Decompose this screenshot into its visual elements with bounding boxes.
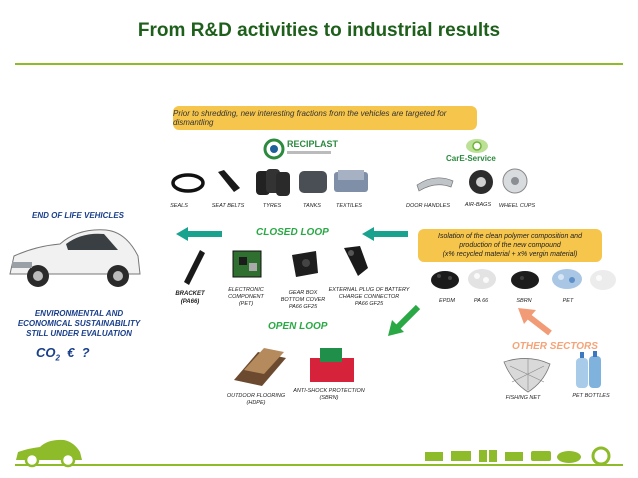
- isolation-note: Isolation of the clean polymer compositi…: [418, 229, 602, 262]
- reciplast-logo: RECIPLAST: [262, 137, 338, 161]
- open-loop-label: OPEN LOOP: [268, 321, 328, 332]
- car-outline-icon: [14, 438, 84, 468]
- co2-rest: € ?: [59, 345, 90, 360]
- pet-granules-image: [550, 263, 584, 291]
- co2-co: CO: [36, 345, 56, 360]
- gear-box-cover-image: [288, 247, 322, 281]
- other-sectors-label: OTHER SECTORS: [512, 341, 598, 352]
- closed-item-electronic-line1: ELECTRONIC: [228, 287, 264, 293]
- part-label-tyres: TYRES: [262, 203, 282, 209]
- compound-label-pa66: PA 66: [473, 298, 489, 304]
- sustainability-line2: ECONOMICAL SUSTAINABILITY: [17, 319, 141, 328]
- bracket-image: [178, 246, 208, 286]
- car-image: [6, 222, 144, 294]
- co2-subscript: 2: [55, 353, 60, 363]
- care-service-logo: CarE-Service: [444, 138, 500, 168]
- part-label-textiles: TEXTILES: [336, 203, 362, 209]
- electronic-component-image: [229, 245, 265, 281]
- isolation-note-line3: (x% recycled material + x% vergin materi…: [442, 251, 578, 259]
- isolation-note-line1: Isolation of the clean polymer compositi…: [438, 232, 582, 240]
- top-divider: [15, 63, 623, 65]
- open-item-antishock-line2: (SBRN): [319, 394, 339, 401]
- compound-label-pet: PET: [562, 298, 574, 304]
- closed-item-gearbox: GEAR BOX BOTTOM COVER PA66 GF25: [278, 290, 328, 311]
- sbrn-granules-image: [510, 266, 540, 290]
- tanks-image: [299, 171, 327, 193]
- part-label-air-bags: AIR-BAGS: [464, 202, 492, 208]
- closed-item-electronic-line3: (PET): [238, 300, 254, 307]
- part-label-door-handles: DOOR HANDLES: [405, 203, 450, 209]
- closed-item-gearbox-line2: BOTTOM COVER: [280, 296, 326, 303]
- end-of-life-label: END OF LIFE VEHICLES: [31, 211, 124, 220]
- wheel-cups-image: [501, 167, 529, 195]
- care-service-logo-text: CarE-Service: [446, 154, 496, 163]
- closed-item-plug-line2: CHARGE CONNECTOR: [338, 293, 400, 300]
- open-item-antishock-line1: ANTI-SHOCK PROTECTION: [293, 388, 365, 394]
- closed-loop-label: CLOSED LOOP: [256, 227, 329, 238]
- other-sectors-arrow: [514, 306, 554, 336]
- leaf-icon: [466, 139, 488, 153]
- part-label-tanks: TANKS: [303, 203, 321, 209]
- part-label-wheel-cups: WHEEL CUPS: [498, 203, 536, 209]
- sustainability-note: ENVIRONMENTAL AND ECONOMICAL SUSTAINABIL…: [8, 309, 150, 339]
- open-item-flooring: OUTDOOR FLOORING (HDPE): [224, 393, 288, 407]
- outdoor-flooring-image: [230, 344, 288, 388]
- seals-image: [171, 172, 205, 194]
- closed-loop-arrow-left: [176, 227, 222, 241]
- part-label-seat-belts: SEAT BELTS: [211, 203, 245, 209]
- air-bags-image: [466, 168, 496, 196]
- closed-item-gearbox-line1: GEAR BOX: [288, 290, 318, 296]
- closed-item-bracket-line2: (PA66): [180, 298, 200, 305]
- closed-item-electronic-line2: COMPONENT: [228, 293, 264, 300]
- closed-item-bracket: BRACKET (PA66): [170, 291, 210, 306]
- reciplast-logo-text: RECIPLAST: [287, 139, 339, 149]
- other-item-fishing-net: FISHING NET: [505, 395, 541, 401]
- closed-item-gearbox-line3: PA66 GF25: [288, 303, 318, 310]
- pa66-granules-image: [467, 264, 497, 290]
- dismantling-note: Prior to shredding, new interesting frac…: [173, 106, 477, 130]
- reciplast-tagline: [287, 151, 331, 154]
- anti-shock-protection-image: [306, 344, 358, 386]
- bottom-divider: [15, 464, 623, 466]
- textiles-image: [334, 168, 368, 194]
- fishing-net-image: [500, 352, 554, 394]
- white-granules-image: [588, 265, 618, 291]
- closed-item-plug: EXTERNAL PLUG OF BATTERY CHARGE CONNECTO…: [328, 287, 410, 308]
- compound-label-sbrn: SBRN: [516, 298, 532, 304]
- sustainability-line1: ENVIRONMENTAL AND: [34, 309, 124, 318]
- epdm-granules-image: [430, 266, 460, 290]
- open-loop-arrow: [386, 304, 422, 338]
- battery-plug-image: [338, 242, 376, 280]
- closed-item-bracket-line1: BRACKET: [175, 291, 205, 297]
- door-handles-image: [415, 173, 455, 193]
- closed-item-electronic: ELECTRONIC COMPONENT (PET): [222, 287, 270, 308]
- open-item-flooring-line1: OUTDOOR FLOORING: [226, 393, 286, 399]
- pet-bottles-image: [572, 350, 606, 390]
- recycle-icon: [263, 138, 285, 160]
- page-title: From R&D activities to industrial result…: [137, 20, 501, 41]
- closed-item-plug-line3: PA66 GF25: [354, 300, 384, 307]
- seat-belts-image: [214, 168, 242, 196]
- closed-loop-arrow-right: [362, 227, 408, 241]
- tyres-image: [254, 167, 292, 197]
- other-item-pet-bottles: PET BOTTLES: [572, 393, 610, 399]
- part-label-seals: SEALS: [170, 203, 188, 209]
- open-item-flooring-line2: (HDPE): [246, 399, 266, 406]
- isolation-note-line2: production of the new compound: [459, 241, 561, 249]
- closed-item-plug-line1: EXTERNAL PLUG OF BATTERY: [328, 287, 410, 293]
- compound-label-epdm: EPDM: [439, 298, 455, 304]
- co2-question: CO2 € ?: [36, 345, 136, 363]
- open-item-antishock: ANTI-SHOCK PROTECTION (SBRN): [290, 388, 368, 402]
- sustainability-line3: STILL UNDER EVALUATION: [26, 329, 132, 338]
- recycling-chain-icons: [423, 446, 619, 466]
